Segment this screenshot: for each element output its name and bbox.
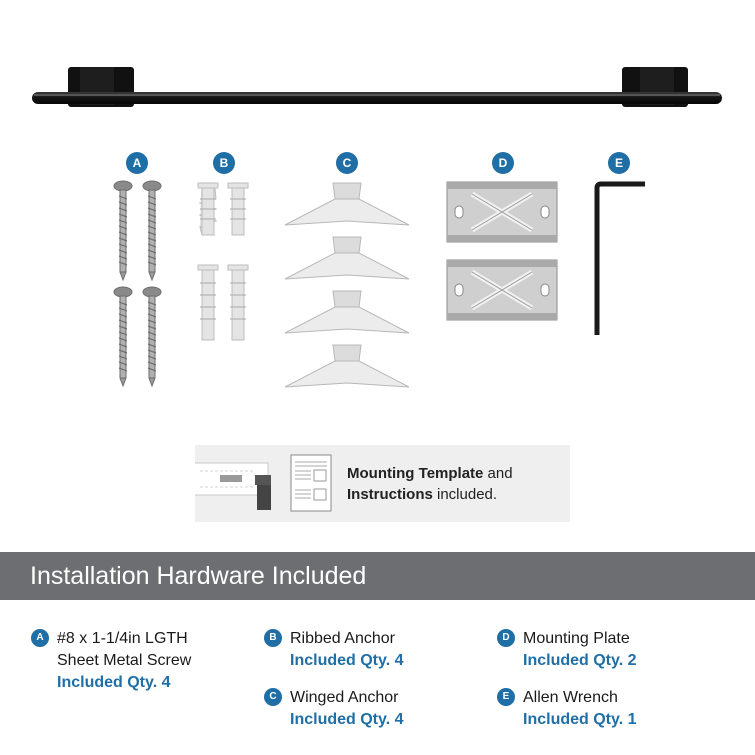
badge-e: E xyxy=(608,152,630,174)
screw-illustration xyxy=(113,180,162,388)
instructions-bold: Instructions xyxy=(347,486,433,503)
mounting-plate-illustration xyxy=(446,181,558,321)
legend-e-qty: Included Qty. 1 xyxy=(523,711,637,728)
towel-bar-illustration xyxy=(0,0,755,140)
legend-badge-c: C xyxy=(264,688,282,706)
badge-a: A xyxy=(126,152,148,174)
legend-c-qty: Included Qty. 4 xyxy=(290,711,404,728)
legend-a-qty: Included Qty. 4 xyxy=(57,674,171,691)
template-bold: Mounting Template xyxy=(347,465,484,482)
template-icon xyxy=(187,454,332,512)
legend-b-qty: Included Qty. 4 xyxy=(290,652,404,669)
template-caption: Mounting Template and Instructions inclu… xyxy=(347,463,562,505)
legend-a-line1: #8 x 1-1/4in LGTH xyxy=(57,630,188,647)
allen-wrench-illustration xyxy=(594,181,645,335)
section-title: Installation Hardware Included xyxy=(0,552,755,600)
hardware-illustrations: A B C D E xyxy=(0,145,755,445)
template-text-included: included. xyxy=(432,486,498,503)
legend-badge-d: D xyxy=(497,629,515,647)
legend-badge-a: A xyxy=(31,629,49,647)
template-text-and: and xyxy=(483,465,513,482)
legend-d-qty: Included Qty. 2 xyxy=(523,652,637,669)
legend-b-line1: Ribbed Anchor xyxy=(290,630,395,647)
legend-e-line1: Allen Wrench xyxy=(523,689,618,706)
badge-c: C xyxy=(336,152,358,174)
ribbed-anchor-illustration xyxy=(197,182,249,341)
legend-c-line1: Winged Anchor xyxy=(290,689,399,706)
legend-a-line2: Sheet Metal Screw xyxy=(57,652,192,669)
winged-anchor-illustration xyxy=(284,182,410,388)
badge-b: B xyxy=(213,152,235,174)
hardware-legend: A #8 x 1-1/4in LGTH Sheet Metal Screw In… xyxy=(0,600,755,755)
legend-badge-e: E xyxy=(497,688,515,706)
badge-d: D xyxy=(492,152,514,174)
legend-badge-b: B xyxy=(264,629,282,647)
legend-d-line1: Mounting Plate xyxy=(523,630,630,647)
mounting-template-box: Mounting Template and Instructions inclu… xyxy=(187,445,570,522)
